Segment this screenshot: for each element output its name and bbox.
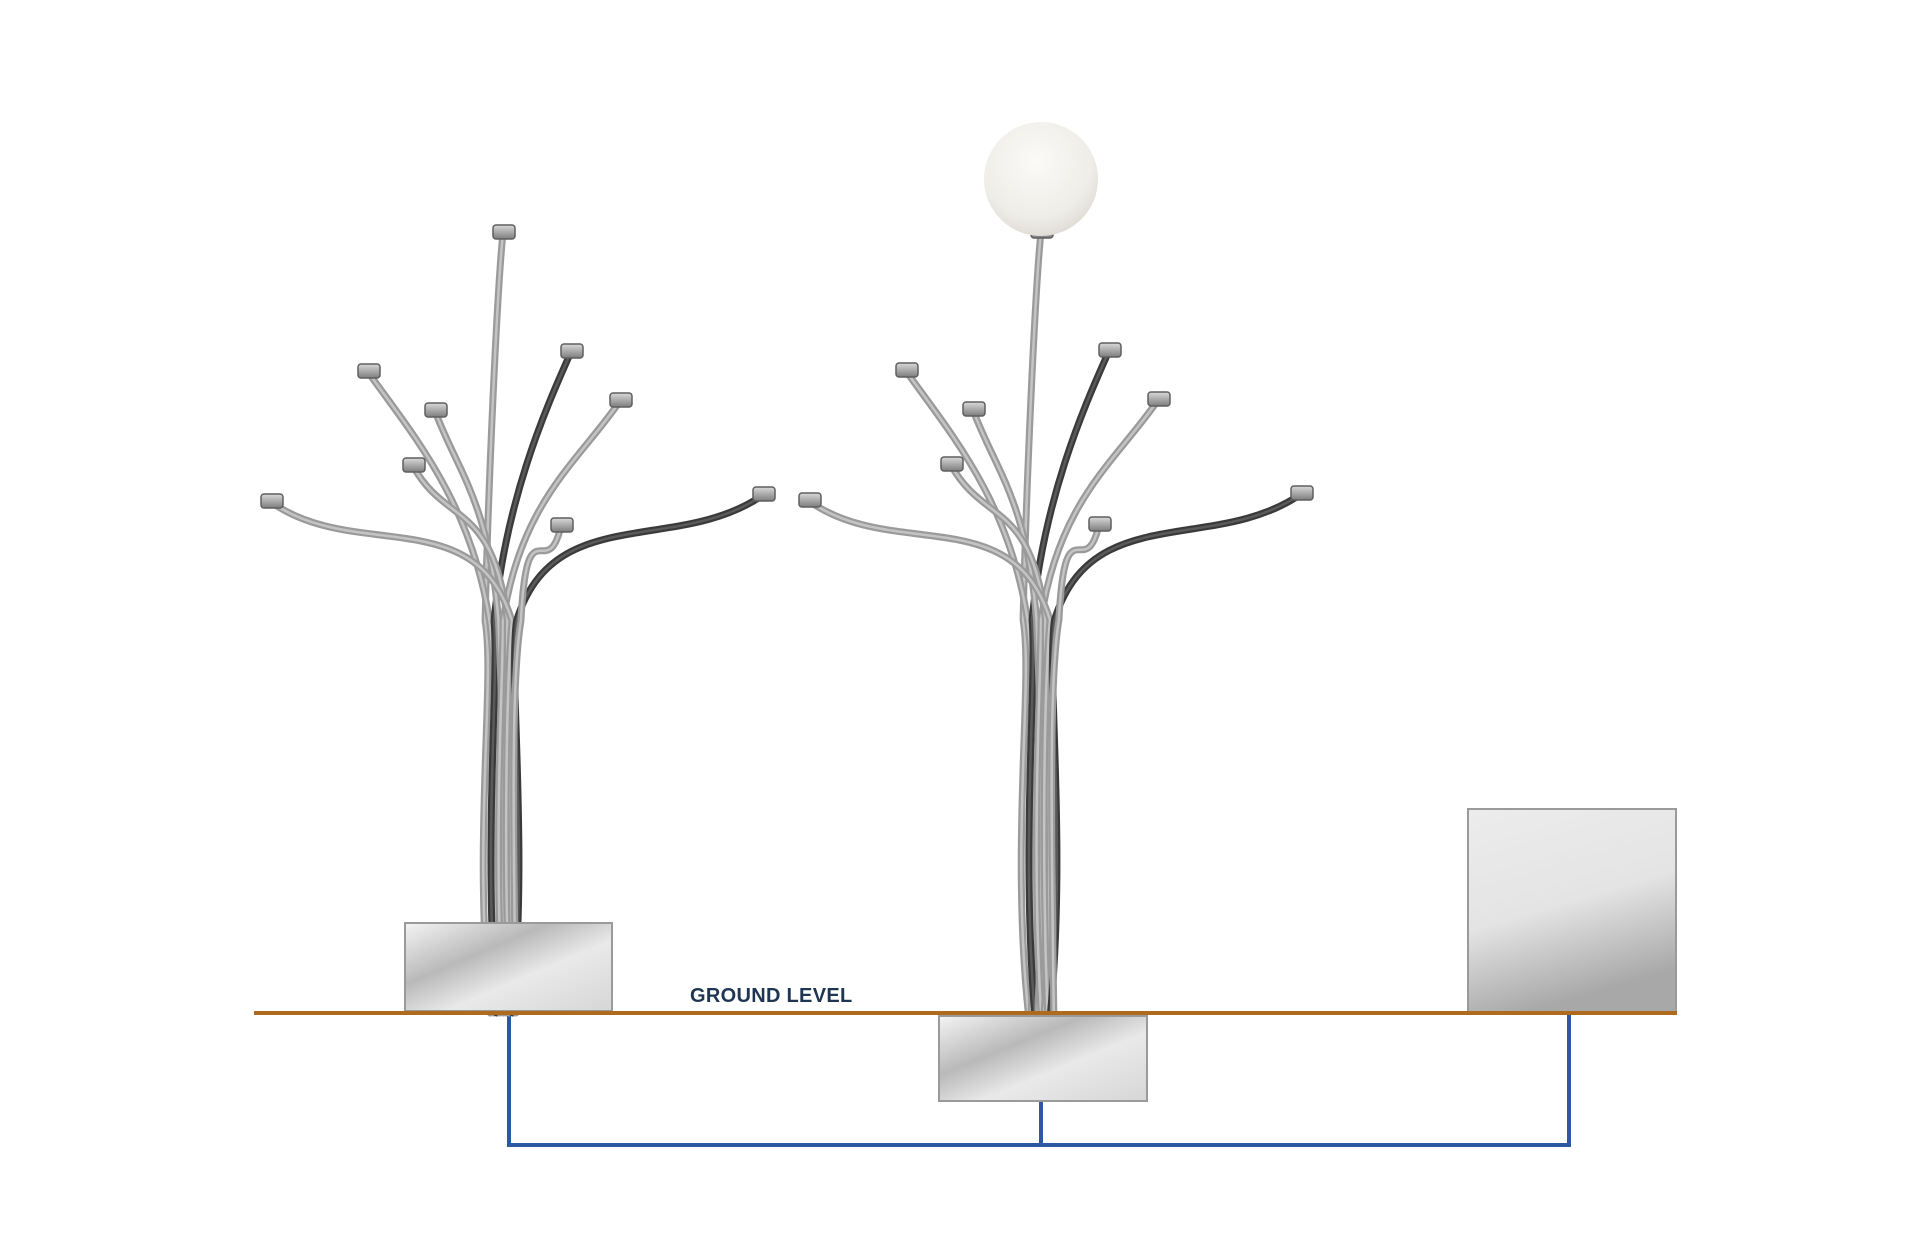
lamp-head bbox=[609, 392, 633, 408]
lamp-stem-highlight bbox=[1049, 492, 1303, 1014]
lamp-stem-highlight bbox=[489, 350, 573, 1015]
lamp-head bbox=[402, 457, 426, 473]
lamp-stem bbox=[364, 368, 500, 1017]
lamp-head bbox=[492, 224, 516, 240]
lamp-head bbox=[895, 362, 919, 378]
tree-left bbox=[260, 224, 776, 1017]
lamp-head bbox=[550, 517, 574, 533]
lamp-head bbox=[260, 493, 284, 509]
lamp-head bbox=[1098, 342, 1122, 358]
lamp-head bbox=[1147, 391, 1171, 407]
lamp-stem-highlight bbox=[1027, 349, 1111, 1014]
lamp-stem-highlight bbox=[269, 500, 514, 1015]
lamp-stem-highlight bbox=[497, 399, 622, 1015]
cabinet-right bbox=[1467, 808, 1677, 1013]
lamp-stem-highlight bbox=[481, 231, 505, 1015]
lamp-head bbox=[962, 401, 986, 417]
lamp-head bbox=[940, 456, 964, 472]
base-box-center bbox=[938, 1015, 1148, 1102]
lamp-head bbox=[1088, 516, 1112, 532]
lamp-stem-highlight bbox=[807, 499, 1052, 1014]
lamp-stem bbox=[902, 367, 1038, 1016]
conduit bbox=[507, 1012, 1571, 1147]
lamp-stem bbox=[805, 497, 1054, 1016]
lamp-head bbox=[424, 402, 448, 418]
tree-center bbox=[798, 223, 1314, 1016]
lamp-head bbox=[1290, 485, 1314, 501]
base-box-left bbox=[404, 922, 613, 1012]
lamp-stem-highlight bbox=[1019, 230, 1043, 1014]
lamp-head bbox=[798, 492, 822, 508]
lamp-head bbox=[357, 363, 381, 379]
lamp-stem-highlight bbox=[1035, 398, 1160, 1014]
lamp-stem-highlight bbox=[1050, 523, 1101, 1014]
lamp-head bbox=[752, 486, 776, 502]
lamp-stem bbox=[1047, 490, 1305, 1016]
lamp-stem-highlight bbox=[511, 493, 765, 1015]
ground-level-label: GROUND LEVEL bbox=[690, 985, 853, 1007]
lamp-stem-highlight bbox=[512, 524, 563, 1015]
lamp-head bbox=[560, 343, 584, 359]
globe-light bbox=[984, 122, 1098, 236]
